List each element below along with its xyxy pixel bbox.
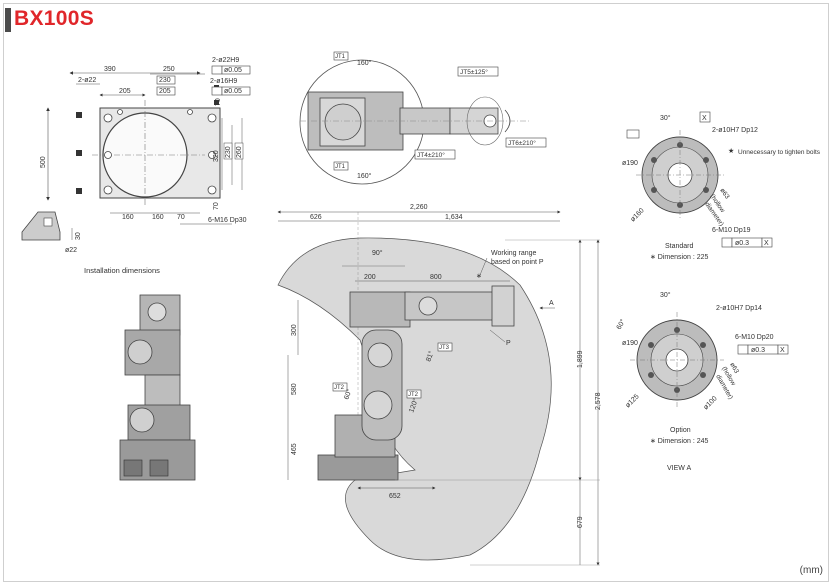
bolt-m16: 6-M16 Dp30 — [208, 217, 247, 224]
dim-1634: 1,634 — [445, 214, 463, 221]
std-pin: 2-ø10H7 Dp12 — [712, 127, 758, 134]
angle-160a: 160° — [357, 59, 372, 67]
star-mark: ∗ — [476, 273, 482, 280]
jt4: JT4±210° — [417, 151, 445, 159]
std-m10: 6-M10 Dp19 — [712, 227, 751, 234]
model-title: BX100S — [14, 7, 95, 30]
dim-230v: 230 — [225, 146, 232, 158]
std-label: Standard — [665, 243, 694, 250]
point-p: P — [506, 340, 511, 347]
dim-d22: ø22 — [65, 247, 77, 254]
hole-16h9: 2-ø16H9 — [210, 78, 237, 85]
jt1-top: JT1 — [335, 54, 346, 60]
view-a-mark: A — [549, 300, 554, 307]
opt-tol: ø0.3 — [751, 347, 765, 354]
opt-60: 60° — [615, 318, 627, 331]
opt-label: Option — [670, 427, 691, 434]
jt3: JT3 — [439, 345, 450, 351]
angle-90: 90° — [372, 249, 383, 257]
unit-label: (mm) — [799, 565, 823, 576]
opt-dim: ∗ Dimension : 245 — [650, 438, 708, 445]
dim-500: 500 — [40, 156, 47, 168]
jt5: JT5±125° — [460, 68, 488, 76]
opt-30: 30° — [660, 291, 671, 299]
std-tol: ø0.3 — [735, 240, 749, 247]
std-x2: X — [764, 240, 769, 247]
opt-d63: ø63 — [728, 362, 740, 376]
dim-679: 679 — [577, 516, 584, 528]
installation-caption: Installation dimensions — [84, 266, 160, 275]
dim-2578: 2,578 — [595, 392, 602, 410]
hole-22h9: 2-ø22H9 — [212, 57, 239, 64]
dim-652: 652 — [389, 493, 401, 500]
robot-base — [317, 454, 399, 481]
dim-70a: 70 — [215, 98, 222, 106]
tol-2: ø0.05 — [224, 88, 242, 95]
working-range-label: Working range — [491, 250, 537, 257]
dim-2260: 2,260 — [410, 204, 428, 211]
std-d63: ø63 — [718, 187, 730, 201]
angle-81: 81° — [424, 350, 435, 363]
angle-60: 60° — [342, 388, 353, 401]
drawing-frame — [3, 3, 829, 582]
view-a-label: VIEW A — [667, 465, 691, 472]
dim-320: 320 — [213, 150, 220, 162]
title-accent-bar — [5, 8, 11, 32]
dim-70b: 70 — [213, 202, 220, 210]
jt1-bottom: JT1 — [335, 164, 346, 170]
tol-1: ø0.05 — [224, 67, 242, 74]
opt-pin: 2-ø10H7 Dp14 — [716, 305, 762, 312]
jt6: JT6±210° — [508, 139, 536, 147]
dim-200: 200 — [364, 274, 376, 281]
dim-250: 250 — [163, 66, 175, 73]
opt-m10: 6-M10 Dp20 — [735, 334, 774, 341]
std-d190: ø190 — [622, 160, 638, 167]
dim-1899: 1,899 — [577, 350, 584, 368]
flange-standard: X 30° 2-ø10H7 Dp12 ★ Unnecessary to tigh… — [622, 111, 821, 261]
side-view-left — [119, 294, 196, 481]
std-note: Unnecessary to tighten bolts — [738, 149, 821, 156]
opt-d190: ø190 — [622, 340, 638, 347]
dim-300: 300 — [291, 324, 298, 336]
dim-390: 390 — [104, 66, 116, 73]
std-30: 30° — [660, 114, 671, 122]
dim-205b: 205 — [159, 88, 171, 95]
angle-160b: 160° — [357, 172, 372, 180]
dim-465: 465 — [291, 443, 298, 455]
dim-626: 626 — [310, 214, 322, 221]
dim-2-22: 2-ø22 — [78, 77, 96, 84]
dim-30: 30 — [75, 232, 82, 240]
dim-160a: 160 — [122, 214, 134, 221]
dim-230: 230 — [159, 77, 171, 84]
dim-260: 260 — [236, 146, 243, 158]
std-star: ★ — [728, 147, 734, 155]
std-x: X — [702, 115, 707, 122]
opt-d125: ø125 — [624, 393, 640, 409]
opt-d100: ø100 — [702, 395, 718, 411]
std-dim: ∗ Dimension : 225 — [650, 254, 708, 261]
opt-x: X — [780, 347, 785, 354]
dim-580: 580 — [291, 383, 298, 395]
based-on-label: based on point P — [491, 259, 544, 266]
side-view-main: 2,260 626 1,634 90° Working range based … — [277, 204, 602, 566]
flange-option: 30° 60° 2-ø10H7 Dp14 6-M10 Dp20 ø0.3 X ø… — [615, 291, 789, 472]
installation-dimensions: 390 250 2-ø22 230 205 205 2-ø22H9 ø0.05 … — [21, 57, 251, 275]
dim-205a: 205 — [119, 88, 131, 95]
dim-160b: 160 — [152, 214, 164, 221]
top-view: JT1 160° JT1 160° JT5±125° JT4±210° JT6±… — [299, 51, 547, 185]
jt2: JT2 — [334, 385, 345, 391]
dim-70c: 70 — [177, 214, 185, 221]
dim-800: 800 — [430, 274, 442, 281]
std-d160: ø160 — [629, 207, 645, 223]
jt2b: JT2 — [408, 392, 419, 398]
